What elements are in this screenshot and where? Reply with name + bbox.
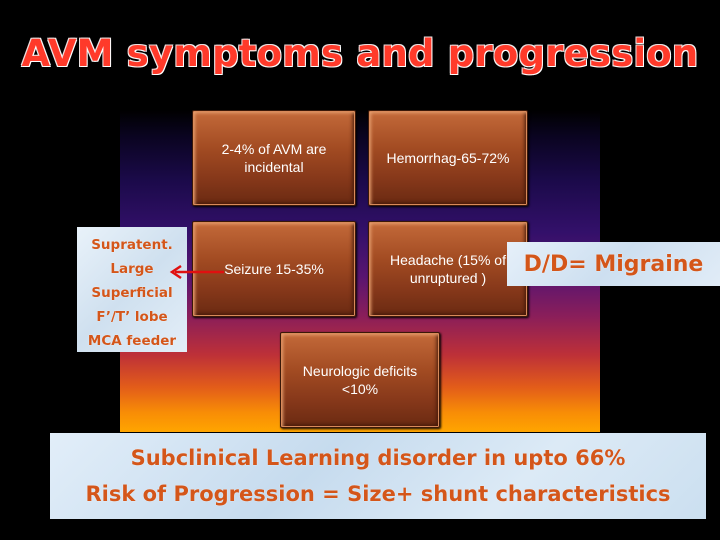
arrow-left-icon [169, 264, 224, 280]
migraine-callout: D/D= Migraine [507, 242, 720, 286]
summary-line-learning: Subclinical Learning disorder in upto 66… [130, 446, 626, 470]
callout-line: F’/T’ lobe [96, 309, 168, 325]
box-headache-label: Headache (15% of unruptured ) [390, 252, 506, 286]
box-neurologic-deficits-label: Neurologic deficits <10% [302, 363, 418, 397]
box-hemorrhage-label: Hemorrhag-65-72% [386, 150, 510, 166]
box-seizure: Seizure 15-35% [192, 221, 356, 317]
summary-line-progression: Risk of Progression = Size+ shunt charac… [85, 482, 671, 506]
callout-line: Superficial [91, 285, 173, 301]
box-incidental-label: 2-4% of AVM are incidental [221, 141, 327, 175]
box-hemorrhage: Hemorrhag-65-72% [368, 110, 528, 206]
callout-line: Large [110, 261, 154, 277]
callout-line: MCA feeder [87, 333, 177, 349]
summary-panel: Subclinical Learning disorder in upto 66… [50, 433, 706, 519]
seizure-risk-callout: Supratent. Large Superficial F’/T’ lobe … [77, 227, 187, 352]
callout-line: Supratent. [91, 237, 173, 253]
slide-title: AVM symptoms and progression [21, 32, 699, 75]
box-headache: Headache (15% of unruptured ) [368, 221, 528, 317]
box-neurologic-deficits: Neurologic deficits <10% [280, 332, 440, 428]
box-seizure-label: Seizure 15-35% [224, 261, 324, 277]
box-incidental: 2-4% of AVM are incidental [192, 110, 356, 206]
